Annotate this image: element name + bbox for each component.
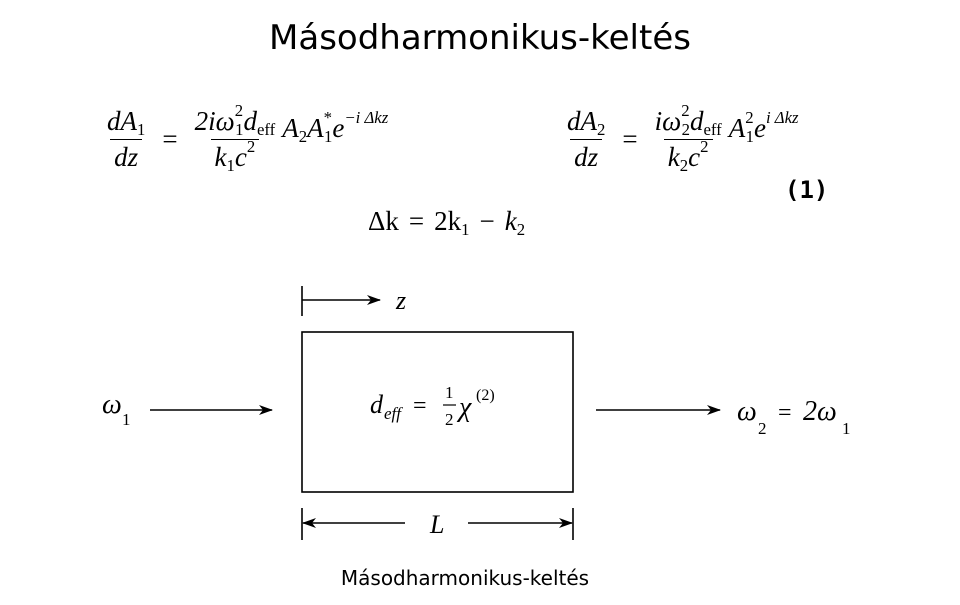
figure-caption: Másodharmonikus-keltés [340, 566, 590, 590]
output-frequency: ω 2 = 2ω 1 [737, 396, 851, 438]
svg-text:2ω: 2ω [803, 396, 837, 427]
eq1-rhs-fraction: 2iω21deff k1c2 [194, 100, 276, 176]
svg-text:1: 1 [122, 410, 131, 429]
svg-text:eff: eff [384, 404, 403, 423]
svg-text:d: d [370, 390, 384, 419]
eq2-rhs-fraction: iω22deff k2c2 [654, 100, 722, 176]
input-frequency: ω 1 [102, 389, 131, 429]
svg-text:=: = [413, 393, 427, 419]
svg-text:(2): (2) [476, 387, 495, 404]
eq2-tail: A21ei Δkz [728, 107, 799, 147]
equation-da1-dz: dA1 dz = 2iω21deff k1c2 A2A*1e−i Δkz [100, 100, 389, 176]
svg-text:ω: ω [102, 389, 122, 420]
equation-delta-k: Δk = 2k1 − k2 [368, 206, 526, 240]
length-label: L [429, 510, 444, 539]
eq2-lhs-fraction: dA2 dz [567, 106, 606, 173]
equation-da2-dz: dA2 dz = iω22deff k2c2 A21ei Δkz [560, 100, 799, 176]
svg-text:2: 2 [758, 419, 767, 438]
svg-text:ω: ω [737, 396, 757, 427]
svg-text:=: = [778, 400, 792, 426]
deff-formula: d eff = 1 2 χ (2) [370, 383, 495, 429]
svg-text:1: 1 [842, 419, 851, 438]
crystal-box [301, 331, 574, 493]
svg-text:1: 1 [445, 383, 454, 402]
equation-number: (1) [785, 176, 829, 204]
svg-text:χ: χ [456, 392, 472, 423]
page-title: Másodharmonikus-keltés [269, 18, 691, 58]
svg-text:2: 2 [445, 410, 454, 429]
eq1-lhs-fraction: dA1 dz [107, 106, 146, 173]
eq1-tail: A2A*1e−i Δkz [282, 107, 389, 147]
z-axis-label: z [395, 286, 406, 315]
